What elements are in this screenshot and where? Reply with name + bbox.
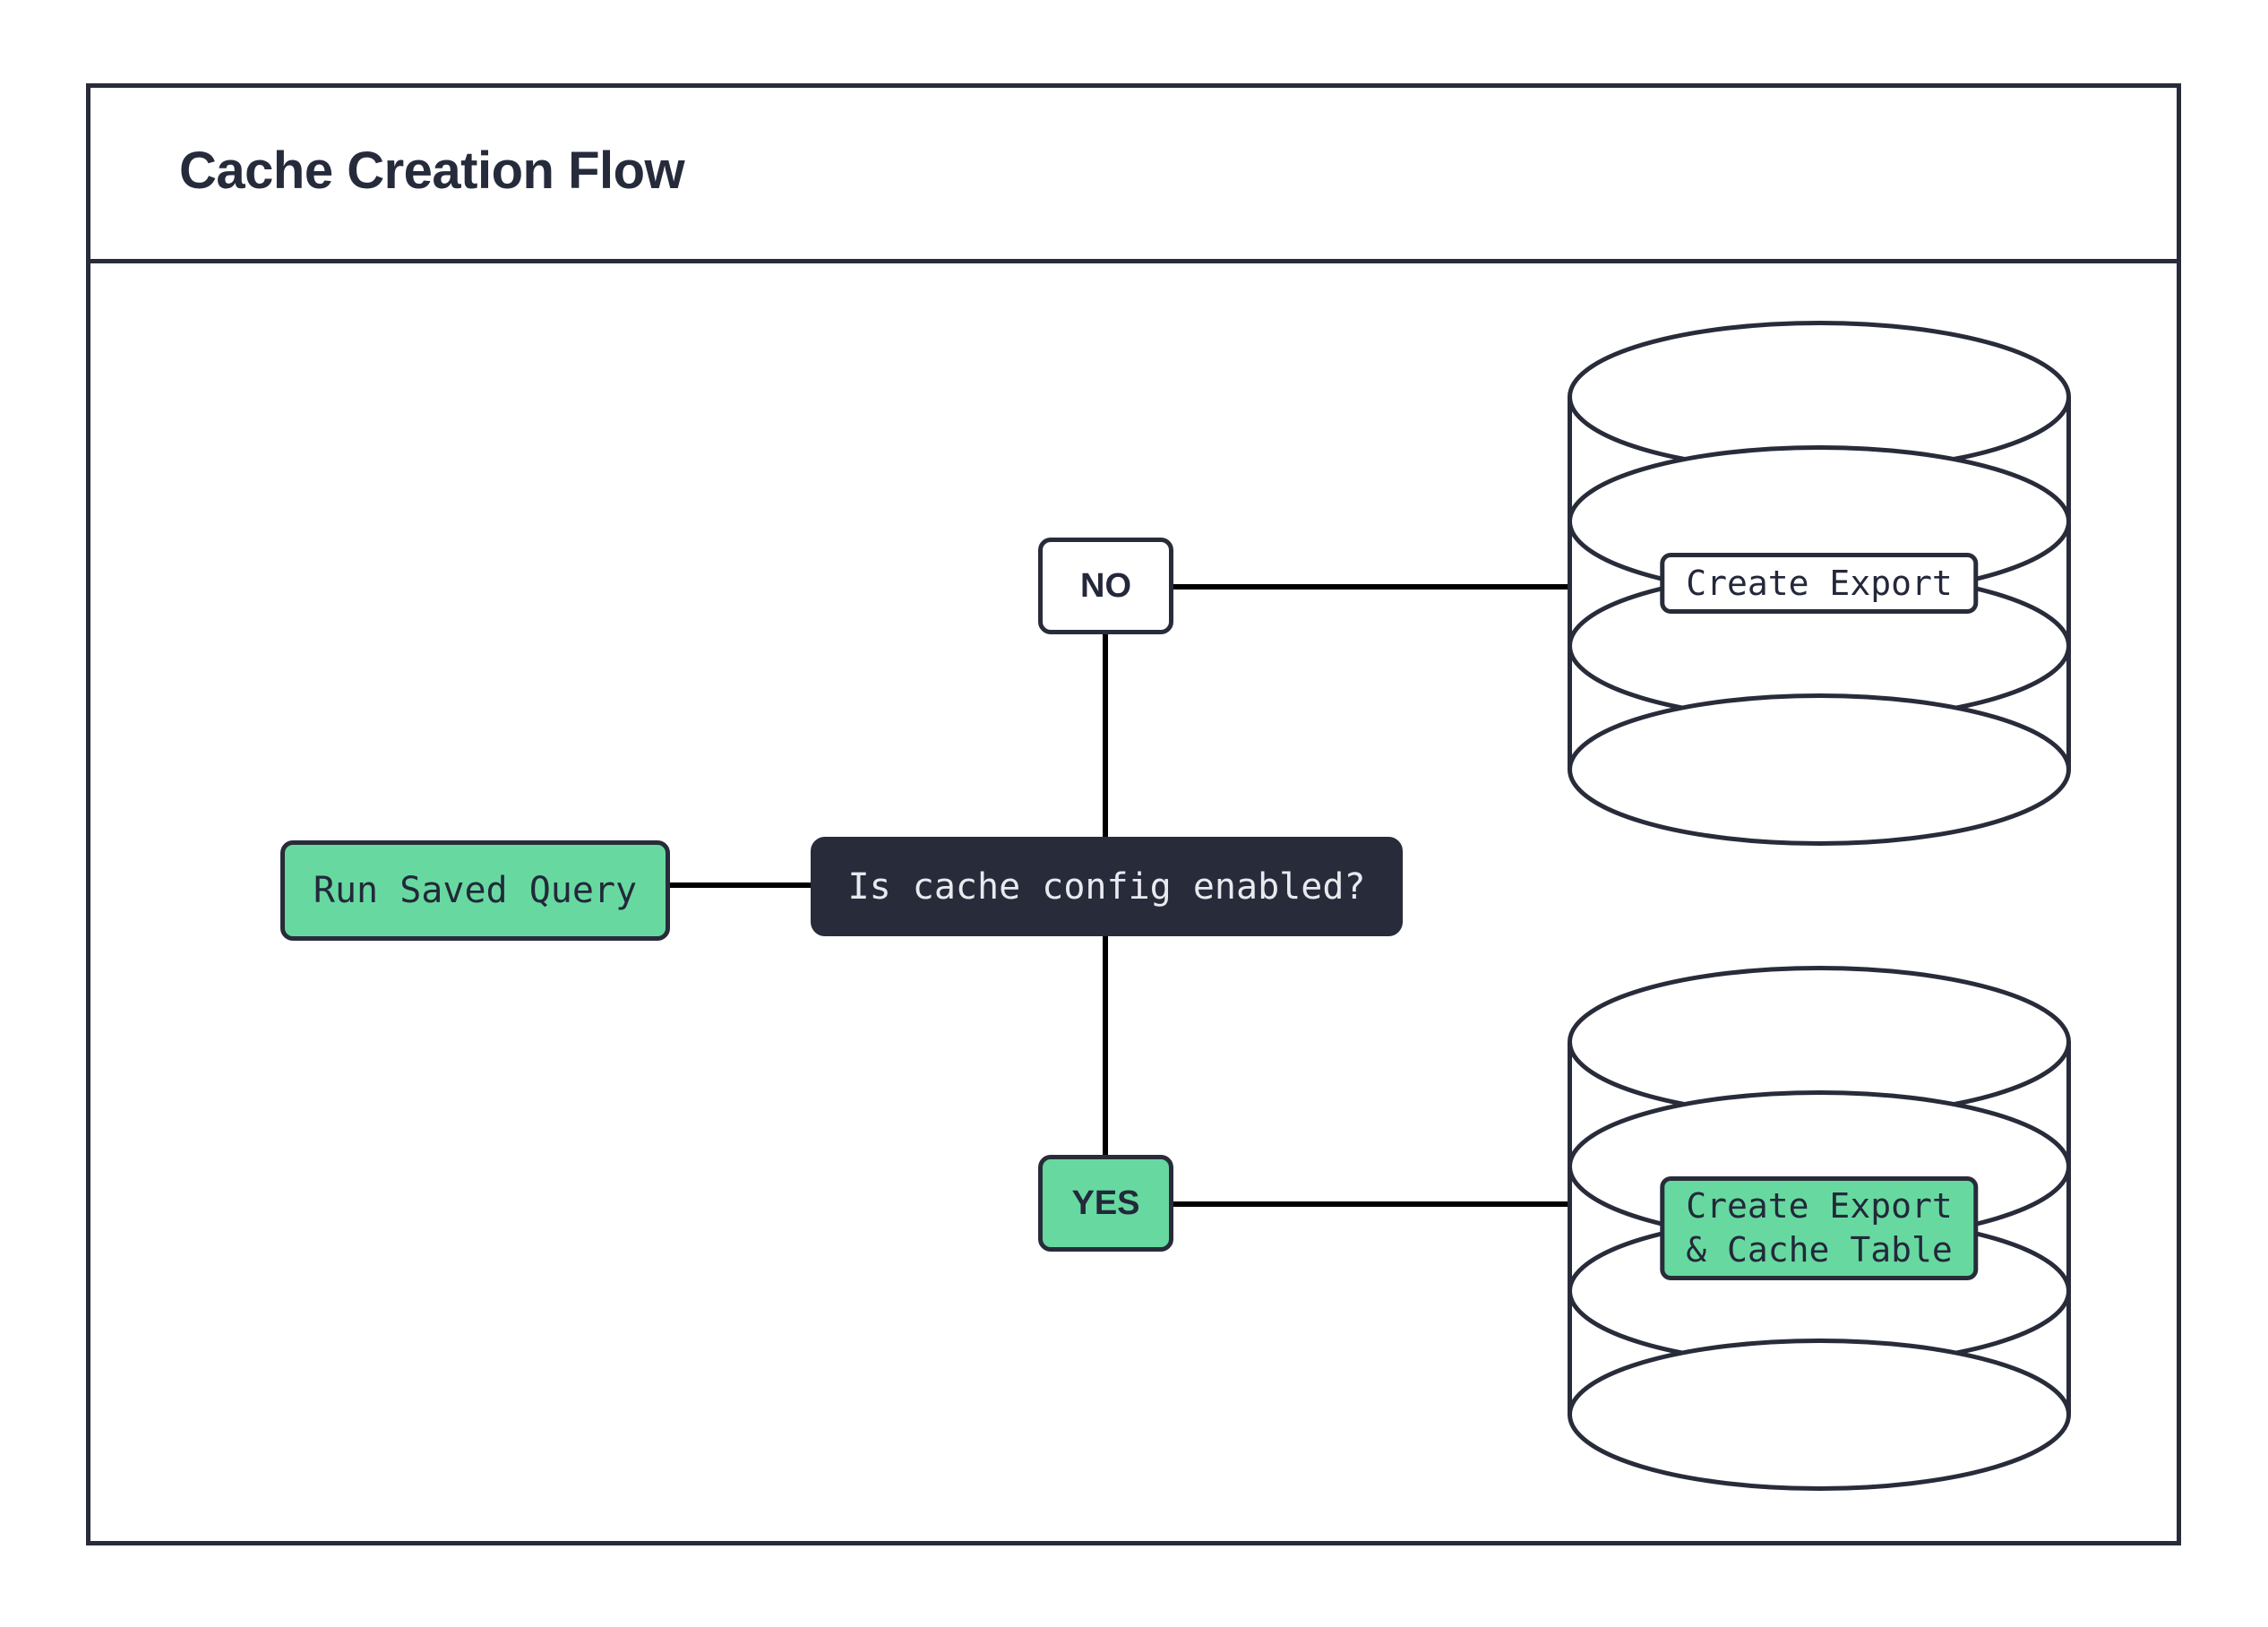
database-cylinder-top[interactable]: Create Export xyxy=(1568,321,2071,846)
database-bottom-label-line2: & Cache Table xyxy=(1686,1230,1953,1270)
connector-no-to-decision xyxy=(1103,629,1108,844)
database-top-label: Create Export xyxy=(1660,553,1979,614)
connector-yes-to-database-bottom xyxy=(1169,1201,1572,1207)
edge-label-no[interactable]: NO xyxy=(1038,538,1173,634)
database-bottom-label: Create Export & Cache Table xyxy=(1660,1176,1979,1280)
node-is-cache-config-enabled[interactable]: Is cache config enabled? xyxy=(811,837,1403,936)
diagram-title-bar: Cache Creation Flow xyxy=(86,83,2181,263)
connector-decision-to-yes xyxy=(1103,932,1108,1158)
connector-query-to-decision xyxy=(665,882,815,888)
node-run-saved-query[interactable]: Run Saved Query xyxy=(280,840,670,941)
database-bottom-label-line1: Create Export xyxy=(1686,1186,1953,1227)
database-cylinder-bottom[interactable]: Create Export & Cache Table xyxy=(1568,966,2071,1491)
page-title: Cache Creation Flow xyxy=(179,142,685,200)
connector-no-to-database-top xyxy=(1169,584,1572,590)
edge-label-yes[interactable]: YES xyxy=(1038,1155,1173,1252)
